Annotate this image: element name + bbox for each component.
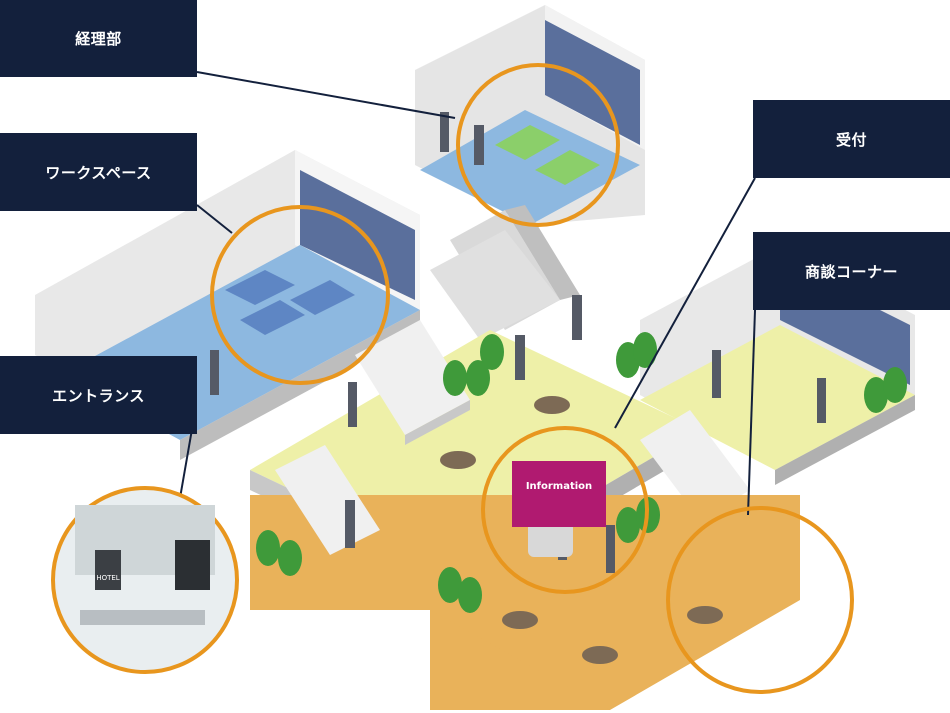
people xyxy=(210,112,826,573)
label-meeting-corner: 商談コーナー xyxy=(753,232,950,310)
label-meeting-corner-text: 商談コーナー xyxy=(804,262,898,281)
upper-stairs xyxy=(430,205,580,340)
workspace-desks xyxy=(225,270,355,335)
lower-orange-floor xyxy=(250,495,800,710)
middle-stairs xyxy=(355,320,470,445)
label-reception-text: 受付 xyxy=(835,130,867,149)
accounting-desks xyxy=(495,125,600,185)
hotel-logo-text: HOTEL xyxy=(96,574,119,582)
label-workspace: ワークスペース xyxy=(0,133,197,211)
label-reception: 受付 xyxy=(753,100,950,178)
cafe-tables xyxy=(440,396,723,664)
label-accounting-dept: 経理部 xyxy=(0,0,197,77)
label-entrance: エントランス xyxy=(0,356,197,434)
label-accounting-dept-text: 経理部 xyxy=(75,30,122,48)
information-sign-text: Information xyxy=(525,481,593,492)
label-workspace-text: ワークスペース xyxy=(45,163,152,182)
information-sign: Information xyxy=(512,461,606,527)
label-entrance-text: エントランス xyxy=(52,386,145,405)
callout-circles xyxy=(210,63,854,694)
right-stairs xyxy=(640,410,750,520)
entrance-photo-circle xyxy=(51,486,239,674)
callout-lines xyxy=(179,71,756,516)
reception-counter xyxy=(528,522,573,557)
